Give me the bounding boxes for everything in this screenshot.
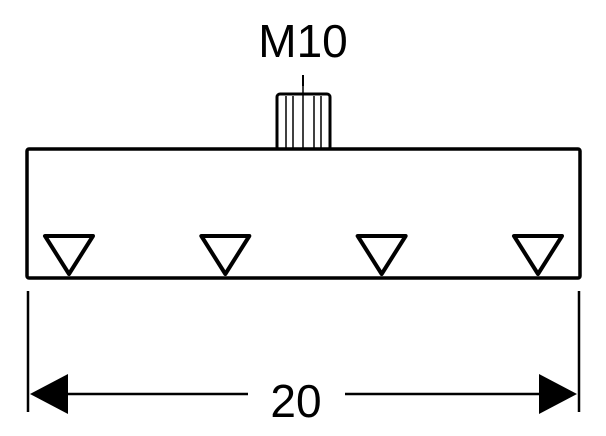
dimension-value: 20	[270, 375, 321, 427]
arrowhead-right	[539, 374, 577, 414]
arrowhead-left	[30, 374, 68, 414]
tooth	[199, 234, 252, 276]
tooth	[355, 234, 408, 276]
tooth	[43, 234, 95, 276]
threaded-stud	[275, 86, 332, 152]
teeth-row	[43, 234, 564, 276]
tooth	[512, 234, 564, 276]
thread-label: M10	[258, 15, 347, 67]
block-body	[25, 147, 582, 280]
